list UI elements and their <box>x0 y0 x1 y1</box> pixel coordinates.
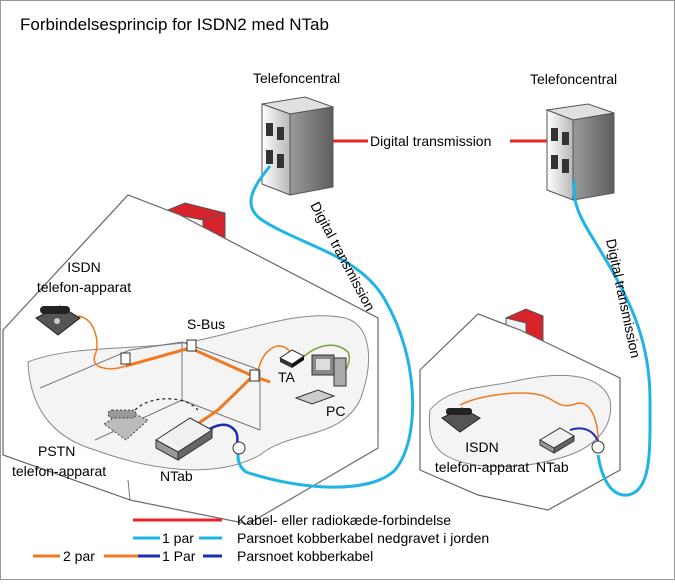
pstn-phone-label-2: telefon-apparat <box>12 463 106 479</box>
isdn-phone-large-label-2: telefon-apparat <box>37 279 131 295</box>
sbus-label: S-Bus <box>187 316 225 332</box>
legend-blue-text: Parsnoet kobberkabel <box>237 548 373 564</box>
wall-socket-3 <box>249 369 260 382</box>
exchange-right-building <box>545 103 615 201</box>
pc-icon <box>294 354 347 405</box>
ntab-small-label: NTab <box>536 459 569 475</box>
legend-orange-prefix: 2 par <box>63 548 95 564</box>
small-house <box>419 308 621 511</box>
junction-large <box>232 441 246 455</box>
ta-cord <box>257 345 291 375</box>
exchange-left-building <box>261 96 334 196</box>
large-house <box>2 194 379 525</box>
page-title: Forbindelsesprincip for ISDN2 med NTab <box>20 15 329 34</box>
ntab-small-icon <box>539 427 575 454</box>
pstn-phone-icon <box>103 409 149 441</box>
sbus-cable <box>125 346 256 412</box>
wall-socket-1 <box>120 352 131 365</box>
exchange-right-label: Telefoncentral <box>530 71 617 87</box>
legend-blue-prefix: 1 Par <box>162 548 196 564</box>
isdn-phone-large-icon <box>35 305 81 336</box>
wall-socket-2 <box>186 339 197 352</box>
pstn-phone-label-1: PSTN <box>38 443 75 459</box>
exchange-left-label: Telefoncentral <box>253 70 340 86</box>
cyan-cable-left <box>236 165 415 489</box>
isdn-phone-small-cord <box>459 392 599 441</box>
ta-icon <box>279 349 305 368</box>
isdn-phone-small-icon <box>441 407 481 433</box>
legend-cyan-text: Parsnoet kobberkabel nedgravet i jorden <box>237 530 489 546</box>
ntab-large-label: NTab <box>160 468 193 484</box>
legend-red-text: Kabel- eller radiokæde-forbindelse <box>237 512 451 528</box>
legend-cyan-prefix: 1 par <box>162 530 194 546</box>
isdn-phone-small-label-2: telefon-apparat <box>435 459 529 475</box>
legend: Kabel- eller radiokæde-forbindelse 1 par… <box>33 512 489 564</box>
isdn-phone-cord <box>77 315 127 370</box>
pc-label: PC <box>326 403 345 419</box>
isdn-phone-large-label-1: ISDN <box>67 259 100 275</box>
red-link-label-bg <box>368 131 510 151</box>
blue-cable-small <box>569 427 599 442</box>
ntab-large-icon <box>155 417 213 461</box>
cyan-cable-right <box>572 179 652 497</box>
sbus-cable-to-ntab <box>195 408 219 427</box>
isdn-phone-small-label-1: ISDN <box>465 439 498 455</box>
junction-small <box>591 440 605 454</box>
red-link-label: Digital transmission <box>370 133 491 149</box>
ta-label: TA <box>278 369 296 385</box>
pstn-cable <box>134 398 199 411</box>
